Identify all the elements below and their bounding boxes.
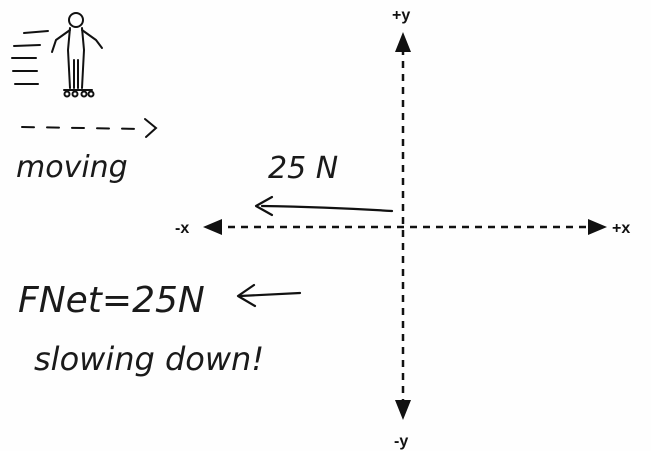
force-label: 25 N (268, 151, 338, 186)
plus-x-label: +x (612, 220, 630, 237)
conclusion-note: slowing down! (34, 340, 264, 378)
y-axis-up-arrowhead (395, 32, 411, 52)
speed-lines-icon (11, 30, 49, 85)
force-arrow (254, 195, 394, 217)
minus-y-label: -y (394, 433, 408, 450)
left-arrow-icon (236, 283, 302, 308)
minus-x-label: -x (175, 220, 189, 237)
net-force-note: FNet=25N (18, 280, 205, 321)
moving-label: moving (16, 150, 128, 185)
y-axis-down-arrowhead (395, 400, 411, 420)
x-axis (203, 219, 607, 235)
motion-arrow (21, 118, 158, 138)
x-axis-left-arrowhead (203, 219, 222, 235)
y-axis (395, 32, 411, 420)
plus-y-label: +y (392, 7, 410, 24)
x-axis-right-arrowhead (588, 219, 607, 235)
skater-icon (51, 12, 103, 98)
